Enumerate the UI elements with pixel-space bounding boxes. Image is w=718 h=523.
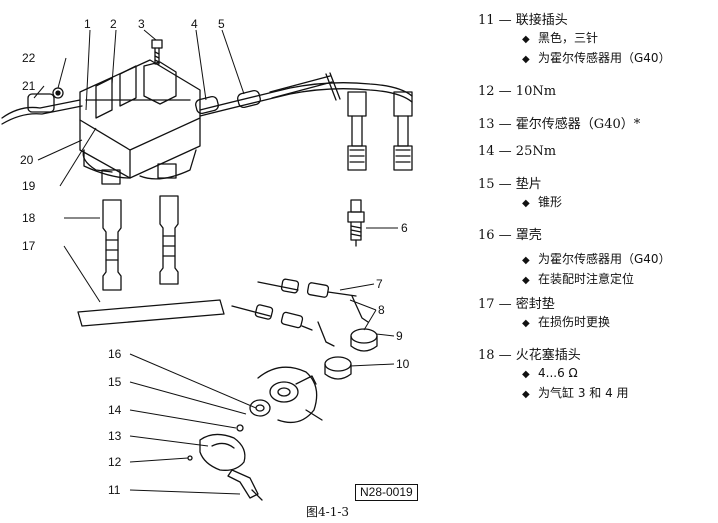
spark-plug xyxy=(347,199,365,247)
legend-sub: ◆为霍尔传感器用（G40） xyxy=(478,250,713,270)
seal-gasket xyxy=(77,299,225,327)
coil-towers xyxy=(101,163,177,185)
legend-title: 14 — 25Nm xyxy=(478,144,557,159)
reference-code: N28-0019 xyxy=(355,484,418,501)
legend-item-15: 15 — 垫片 ◆锥形 xyxy=(478,176,713,213)
legend-item-14: 14 — 25Nm xyxy=(478,143,713,160)
callout-14: 14 xyxy=(108,403,122,417)
exploded-ignition-diagram: 1 2 3 4 5 6 7 8 9 10 11 12 13 14 15 16 1… xyxy=(1,17,413,501)
callout-12: 12 xyxy=(108,455,122,469)
legend-sub: ◆锥形 xyxy=(478,193,713,213)
figure-caption: 图4-1-3 xyxy=(306,505,350,519)
leader-lines xyxy=(33,29,398,495)
parts-legend: 11 — 联接插头 ◆黑色，三针 ◆为霍尔传感器用（G40） 12 — 10Nm… xyxy=(478,12,713,408)
bolt xyxy=(151,39,163,65)
legend-title: 11 — 联接插头 xyxy=(478,13,568,28)
callout-4: 4 xyxy=(191,17,198,31)
bullet-icon: ◆ xyxy=(522,255,530,266)
legend-sub: ◆在损伤时更换 xyxy=(478,313,713,333)
legend-title: 17 — 密封垫 xyxy=(478,297,555,312)
ignition-cables xyxy=(195,72,413,117)
callout-21: 21 xyxy=(22,79,36,93)
hall-sensor-assembly xyxy=(187,366,323,501)
bullet-icon: ◆ xyxy=(522,34,530,45)
callout-3: 3 xyxy=(138,17,145,31)
legend-item-18: 18 — 火花塞插头 ◆4...6 Ω ◆为气缸 3 和 4 用 xyxy=(478,347,713,404)
legend-sub: ◆为气缸 3 和 4 用 xyxy=(478,384,713,404)
bullet-icon: ◆ xyxy=(522,54,530,65)
legend-title: 15 — 垫片 xyxy=(478,177,542,192)
callout-13: 13 xyxy=(108,429,122,443)
callout-2: 2 xyxy=(110,17,117,31)
cylinder-plug-boots xyxy=(347,91,413,171)
legend-item-13: 13 — 霍尔传感器（G40）* xyxy=(478,116,713,133)
wiring-harness xyxy=(1,87,83,125)
legend-item-12: 12 — 10Nm xyxy=(478,83,713,100)
callout-19: 19 xyxy=(22,179,36,193)
callout-20: 20 xyxy=(20,153,34,167)
legend-item-16: 16 — 罩壳 ◆为霍尔传感器用（G40） ◆在装配时注意定位 xyxy=(478,227,713,290)
callout-10: 10 xyxy=(396,357,410,371)
callout-9: 9 xyxy=(396,329,403,343)
callout-15: 15 xyxy=(108,375,122,389)
callout-5: 5 xyxy=(218,17,225,31)
bullet-icon: ◆ xyxy=(522,198,530,209)
callout-22: 22 xyxy=(22,51,36,65)
bullet-icon: ◆ xyxy=(522,389,530,400)
callout-18: 18 xyxy=(22,211,36,225)
legend-sub: ◆黑色，三针 xyxy=(478,29,713,49)
callout-17: 17 xyxy=(22,239,36,253)
bullet-icon: ◆ xyxy=(522,275,530,286)
legend-title: 16 — 罩壳 xyxy=(478,228,542,243)
legend-sub: ◆4...6 Ω xyxy=(478,364,713,384)
bullet-icon: ◆ xyxy=(522,318,530,329)
small-connectors xyxy=(231,278,357,331)
legend-sub: ◆在装配时注意定位 xyxy=(478,270,713,290)
legend-title: 13 — 霍尔传感器（G40）* xyxy=(478,117,641,132)
spark-plug-connectors xyxy=(102,195,179,291)
sleeves xyxy=(317,295,378,380)
legend-item-11: 11 — 联接插头 ◆黑色，三针 ◆为霍尔传感器用（G40） xyxy=(478,12,713,69)
ignition-coil-block xyxy=(79,59,201,180)
legend-title: 18 — 火花塞插头 xyxy=(478,348,581,363)
legend-sub: ◆为霍尔传感器用（G40） xyxy=(478,49,713,69)
bullet-icon: ◆ xyxy=(522,369,530,380)
legend-title: 12 — 10Nm xyxy=(478,84,557,99)
callout-8: 8 xyxy=(378,303,385,317)
callout-6: 6 xyxy=(401,221,408,235)
callout-7: 7 xyxy=(376,277,383,291)
callout-1: 1 xyxy=(84,17,91,31)
callout-11: 11 xyxy=(108,483,121,497)
legend-item-17: 17 — 密封垫 ◆在损伤时更换 xyxy=(478,296,713,333)
callout-labels: 1 2 3 4 5 6 7 8 9 10 11 12 13 14 15 16 1… xyxy=(20,17,410,497)
callout-16: 16 xyxy=(108,347,122,361)
